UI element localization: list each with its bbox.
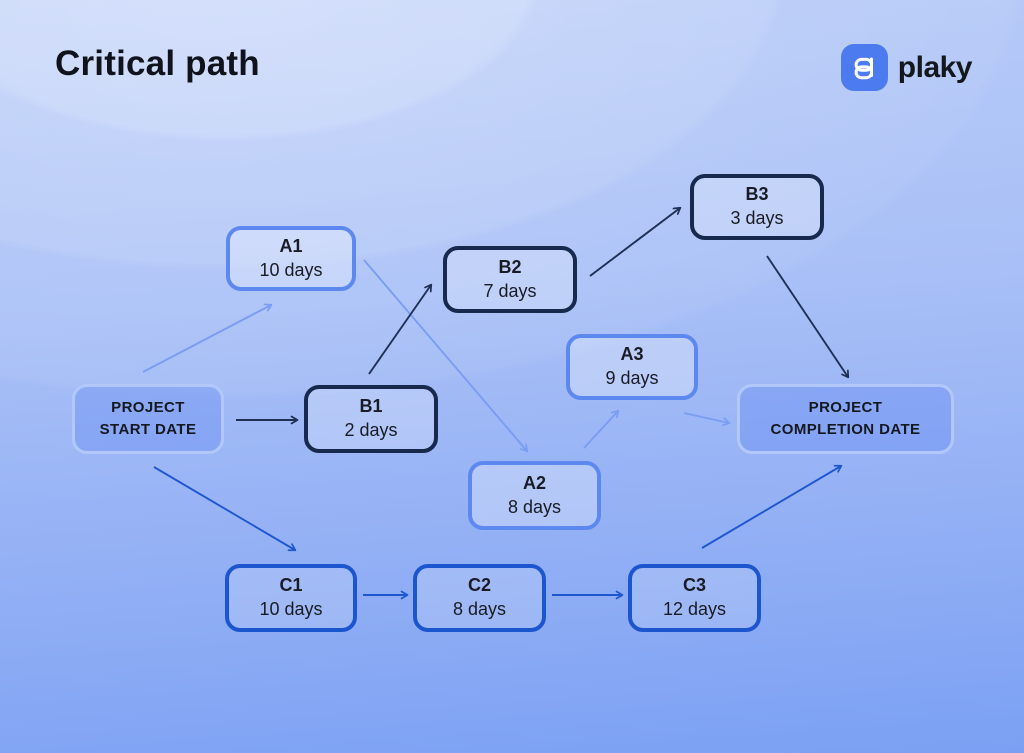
task-node-A3: A3 9 days	[566, 334, 698, 400]
plaky-brand: plaky	[840, 44, 973, 91]
task-node-C3: C3 12 days	[628, 564, 761, 632]
task-node-B3: B3 3 days	[690, 174, 824, 240]
page-title: Critical path	[55, 44, 260, 83]
task-name: A1	[279, 235, 303, 256]
task-name: A3	[620, 344, 644, 365]
task-duration: 10 days	[259, 259, 323, 280]
edge-A1-A2	[363, 259, 529, 453]
task-node-B2: B2 7 days	[443, 246, 577, 313]
task-node-B1: B1 2 days	[304, 385, 438, 453]
task-name: C1	[279, 575, 303, 596]
edge-B3-completion	[766, 255, 850, 379]
endpoint-label-line: COMPLETION DATE	[770, 421, 921, 438]
task-name: B1	[359, 396, 383, 417]
endpoint-label-line: START DATE	[99, 421, 197, 438]
task-duration: 8 days	[507, 496, 562, 517]
edge-C3-completion	[701, 464, 843, 549]
task-name: C2	[467, 575, 491, 596]
task-duration: 10 days	[259, 599, 323, 619]
task-duration: 2 days	[344, 420, 398, 440]
plaky-wordmark: plaky	[897, 50, 973, 84]
task-name: B2	[498, 256, 522, 277]
task-name: B3	[745, 184, 769, 205]
task-duration: 7 days	[483, 280, 537, 301]
start-node: PROJECT START DATE	[72, 384, 224, 454]
edge-A2-A3	[583, 409, 620, 449]
edge-B2-B3	[589, 206, 682, 277]
task-name: C3	[682, 575, 706, 596]
task-node-A2: A2 8 days	[468, 461, 601, 530]
endpoint-label-line: PROJECT	[808, 398, 883, 416]
task-duration: 12 days	[662, 599, 727, 619]
task-duration: 3 days	[730, 208, 784, 228]
edge-B1-B2	[368, 283, 433, 375]
endpoint-label-line: PROJECT	[111, 398, 185, 416]
edge-A3-completion	[683, 412, 731, 427]
task-node-C1: C1 10 days	[225, 564, 357, 632]
task-node-C2: C2 8 days	[413, 564, 546, 632]
plaky-logo-icon	[840, 44, 888, 91]
edge-start-C1	[153, 466, 297, 552]
task-duration: 8 days	[452, 599, 507, 619]
task-duration: 9 days	[605, 368, 659, 388]
edge-start-A1	[142, 303, 273, 373]
completion-node: PROJECT COMPLETION DATE	[737, 384, 954, 454]
task-node-A1: A1 10 days	[226, 226, 356, 291]
task-name: A2	[522, 472, 546, 493]
